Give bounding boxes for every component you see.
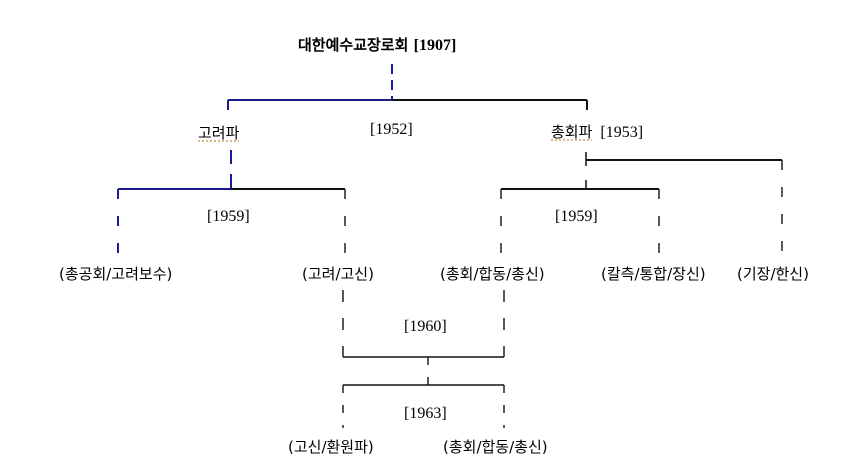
node-gosin-hwanwon: (고신/환원파) bbox=[288, 438, 374, 456]
node-goryeo: 고려파 bbox=[198, 124, 240, 142]
year-1963: [1963] bbox=[404, 405, 447, 422]
root-name: 대한예수교장로회 bbox=[298, 36, 409, 54]
chonghoe-name: 총회파 bbox=[551, 123, 593, 141]
node-chonggonghoe: (총공회/고려보수) bbox=[59, 265, 173, 283]
year-1959-goryeo: [1959] bbox=[207, 208, 250, 225]
node-chonghoe: 총회파 [1953] bbox=[551, 121, 643, 142]
year-1952: [1952] bbox=[370, 121, 413, 138]
year-1960: [1960] bbox=[404, 318, 447, 335]
node-hapdong-2: (총회/합동/총신) bbox=[443, 438, 548, 456]
year-1953: [1953] bbox=[600, 124, 644, 141]
year-1959-chonghoe: [1959] bbox=[555, 208, 598, 225]
root-year: [1907] bbox=[413, 37, 457, 54]
node-goryeo-gosin: (고려/고신) bbox=[302, 265, 374, 283]
root-node: 대한예수교장로회 [1907] bbox=[298, 34, 456, 55]
node-gijang: (기장/한신) bbox=[737, 265, 809, 283]
node-hapdong: (총회/합동/총신) bbox=[440, 265, 545, 283]
node-tonghap: (칼측/통합/장신) bbox=[601, 265, 706, 283]
